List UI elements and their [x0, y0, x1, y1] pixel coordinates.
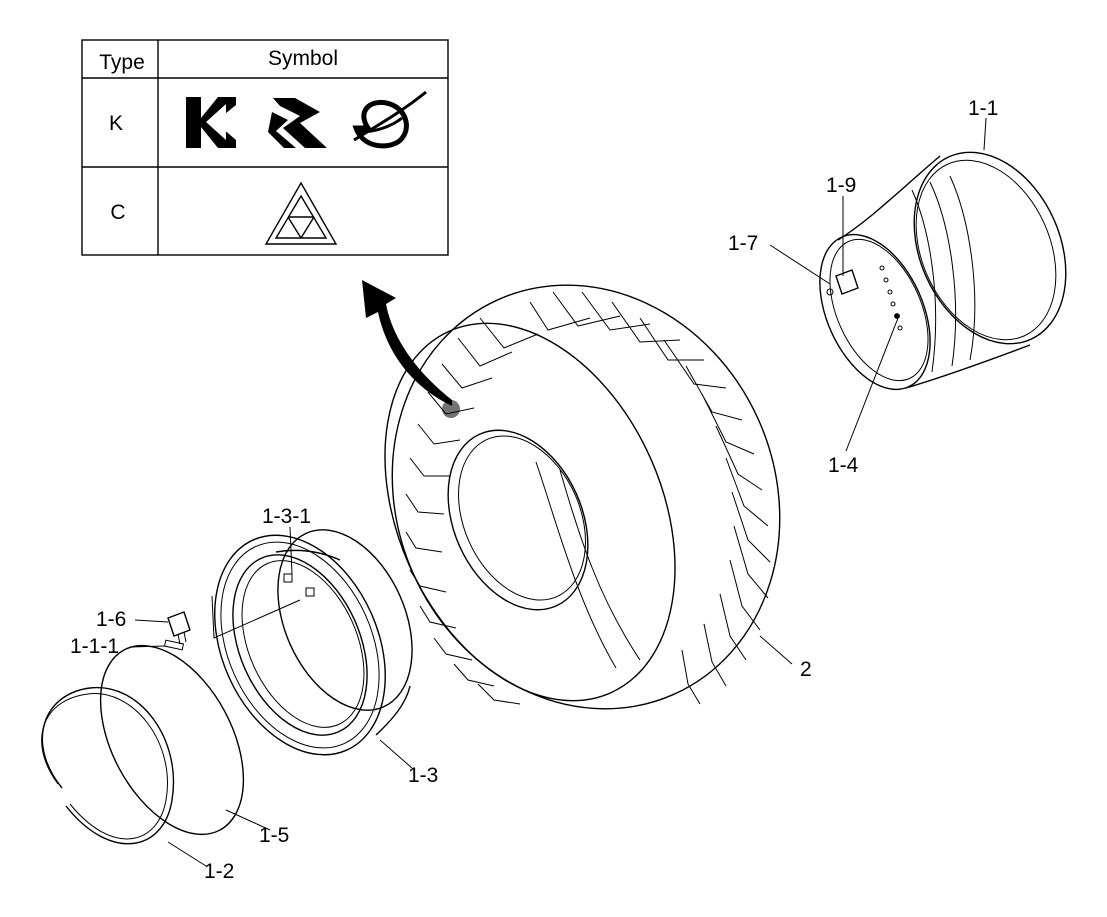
table-row-type-c: C [110, 201, 125, 224]
o-ring-part-1-5 [99, 644, 245, 836]
k-orbit-logo [352, 90, 427, 149]
reference-arrow [362, 280, 460, 418]
label-1-3-1: 1-3-1 [262, 505, 311, 528]
leader-lines [129, 117, 987, 867]
k-arrow-logo [268, 98, 327, 148]
k-block-logo [186, 97, 236, 148]
valve-clip-part-1-6 [167, 611, 191, 645]
label-1-7: 1-7 [728, 232, 758, 255]
flange-part-1-3 [214, 529, 413, 756]
label-1-1-1: 1-1-1 [70, 635, 119, 658]
symbol-table: Type Symbol K C [81, 39, 449, 256]
assembly-guide-line [211, 595, 301, 639]
symbol-location-mark [442, 400, 460, 418]
part-labels: 1-1 1-9 1-7 1-4 1-3-1 1-6 1-1-1 1-3 1-5 … [70, 97, 998, 883]
triforce-triangle-logo [264, 181, 338, 245]
table-header-type: Type [99, 51, 145, 74]
label-1-1: 1-1 [968, 97, 998, 120]
rim-part-1-1 [819, 151, 1067, 391]
table-header-symbol: Symbol [268, 47, 338, 70]
tire [384, 284, 781, 710]
label-1-3: 1-3 [408, 764, 438, 787]
label-1-6: 1-6 [96, 608, 126, 631]
label-1-5: 1-5 [259, 824, 289, 847]
split-ring-part-1-2 [41, 686, 175, 845]
label-2: 2 [800, 658, 812, 681]
label-1-2: 1-2 [204, 860, 234, 883]
label-1-4: 1-4 [828, 454, 859, 477]
label-1-9: 1-9 [826, 174, 856, 197]
table-row-type-k: K [109, 112, 123, 135]
bolt-part-1-1-1 [163, 639, 185, 651]
